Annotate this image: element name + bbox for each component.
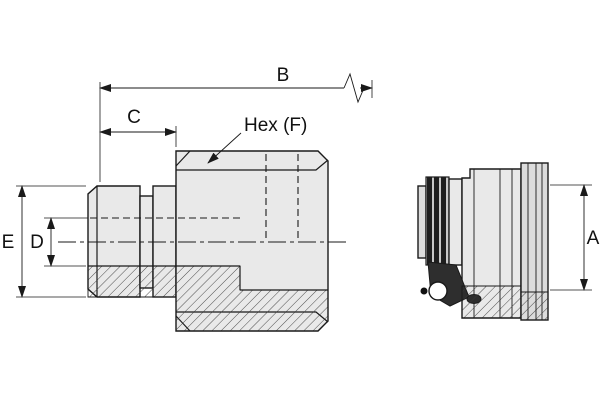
spring-coil-1 <box>427 177 432 265</box>
section-hatch-sleeve <box>461 285 522 319</box>
dimension-d: D <box>30 217 88 267</box>
dim-a-label: A <box>587 228 600 249</box>
dim-d-label: D <box>30 232 44 253</box>
hex-leader-line <box>207 132 242 164</box>
spring-coil-2 <box>434 177 439 265</box>
step-ring <box>448 178 463 266</box>
hex-flat-top-line <box>176 159 329 171</box>
spring-coil-3 <box>441 177 446 265</box>
rear-strip <box>417 185 427 259</box>
hex-callout-label: Hex (F) <box>244 115 307 136</box>
left-view-fitting <box>58 150 350 332</box>
ball-bearing <box>428 281 448 301</box>
dimension-c: C <box>99 107 177 147</box>
hex-callout: Hex (F) <box>207 115 307 164</box>
hex-left-top-chamfer <box>175 150 191 167</box>
dim-e-label: E <box>2 232 15 253</box>
section-hatch-flange <box>520 291 549 321</box>
dim-b-break-symbol <box>343 72 365 104</box>
dim-b-label: B <box>277 65 290 86</box>
pivot-dot <box>420 287 428 295</box>
dim-c-label: C <box>127 107 141 128</box>
right-view-coupler <box>417 162 549 321</box>
dimension-b: B <box>99 65 373 182</box>
dimension-e: E <box>2 185 86 298</box>
dimension-a: A <box>550 184 600 291</box>
